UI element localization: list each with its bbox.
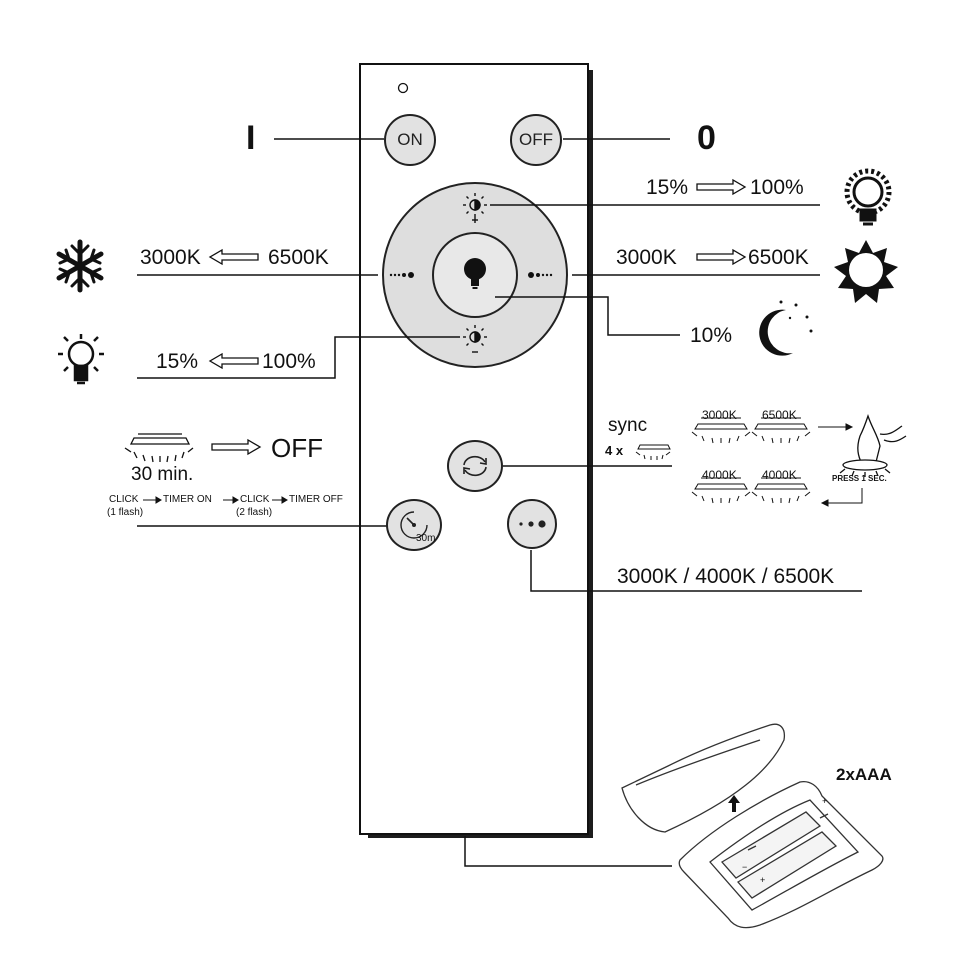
off-button-label: OFF xyxy=(519,130,553,149)
snowflake-icon xyxy=(56,239,104,293)
battery-cover-drawing xyxy=(621,723,786,833)
timer-sequence-arrows xyxy=(143,496,288,504)
sun-icon xyxy=(834,240,898,303)
timer-flash-1: (1 flash) xyxy=(107,507,144,518)
sync-press-label: PRESS 1 SEC. xyxy=(832,474,887,483)
night-bulb-icon xyxy=(464,258,486,289)
cct-button[interactable] xyxy=(507,499,557,549)
timer-duration: 30 min. xyxy=(131,464,194,485)
arrow-right-brightness xyxy=(696,178,747,196)
brightness-up-from: 15% xyxy=(646,176,689,199)
on-button-label: ON xyxy=(397,130,423,149)
arrow-right-warm xyxy=(696,248,747,266)
arrow-left-cool xyxy=(208,248,259,266)
sync-lamp-d: 4000K xyxy=(762,468,797,482)
dim-bulb-icon xyxy=(58,334,104,385)
timer-off-text: TIMER OFF xyxy=(289,494,343,505)
brightness-up-to: 100% xyxy=(750,176,804,199)
power-on-symbol: I xyxy=(246,119,256,157)
three-dots-icon xyxy=(519,520,546,528)
arrow-left-dim xyxy=(208,352,259,370)
brightness-down-from: 15% xyxy=(156,350,199,373)
battery-polarity-marks: + − + xyxy=(742,796,827,885)
off-button[interactable]: OFF xyxy=(510,114,562,166)
finger-press-icon xyxy=(839,413,907,477)
sync-lamps-group xyxy=(691,417,863,507)
brightness-down-mark-icon xyxy=(463,325,487,353)
sync-lamp-icon xyxy=(635,444,671,460)
battery-label: 2xAAA xyxy=(836,765,892,784)
cct-warm-from: 3000K xyxy=(616,246,677,269)
arrow-right-timer xyxy=(211,438,262,456)
timer-flash-2: (2 flash) xyxy=(236,507,273,518)
sync-lamp-c: 4000K xyxy=(702,468,737,482)
cct-cycle-values: 3000K / 4000K / 6500K xyxy=(617,565,835,588)
cct-cool-to: 6500K xyxy=(268,246,329,269)
brightness-down-to: 100% xyxy=(262,350,316,373)
sync-count: 4 x xyxy=(605,443,624,458)
svg-text:+: + xyxy=(760,875,765,885)
cct-warm-to: 6500K xyxy=(748,246,809,269)
svg-text:−: − xyxy=(742,862,747,872)
moon-icon xyxy=(759,300,813,356)
ceiling-lamp-icon xyxy=(124,433,194,463)
bright-bulb-icon xyxy=(844,168,892,226)
timer-click-1: CLICK xyxy=(109,494,139,505)
sync-button[interactable] xyxy=(447,440,503,492)
battery-compartment-drawing xyxy=(678,780,884,929)
warm-dots-mark-icon xyxy=(528,272,553,278)
sync-lamp-b: 6500K xyxy=(762,408,797,422)
timer-off-label: OFF xyxy=(271,433,323,463)
svg-text:+: + xyxy=(822,796,827,806)
night-value: 10% xyxy=(690,324,733,347)
timer-click-2: CLICK xyxy=(240,494,270,505)
battery-up-arrow-icon xyxy=(728,795,740,812)
led-indicator xyxy=(397,82,409,94)
brightness-up-mark-icon xyxy=(463,193,487,223)
timer-on-text: TIMER ON xyxy=(163,494,212,505)
sync-label: sync xyxy=(608,415,648,436)
power-off-symbol: 0 xyxy=(697,119,716,157)
cool-dots-mark-icon xyxy=(389,272,414,278)
timer-button-badge: 30m xyxy=(416,533,436,544)
timer-icon xyxy=(400,511,428,539)
timer-button[interactable]: 30m xyxy=(386,499,442,551)
sync-lamp-a: 3000K xyxy=(702,408,737,422)
leader-lines xyxy=(137,138,862,867)
sync-icon xyxy=(463,455,487,477)
cct-cool-from: 3000K xyxy=(140,246,201,269)
on-button[interactable]: ON xyxy=(384,114,436,166)
